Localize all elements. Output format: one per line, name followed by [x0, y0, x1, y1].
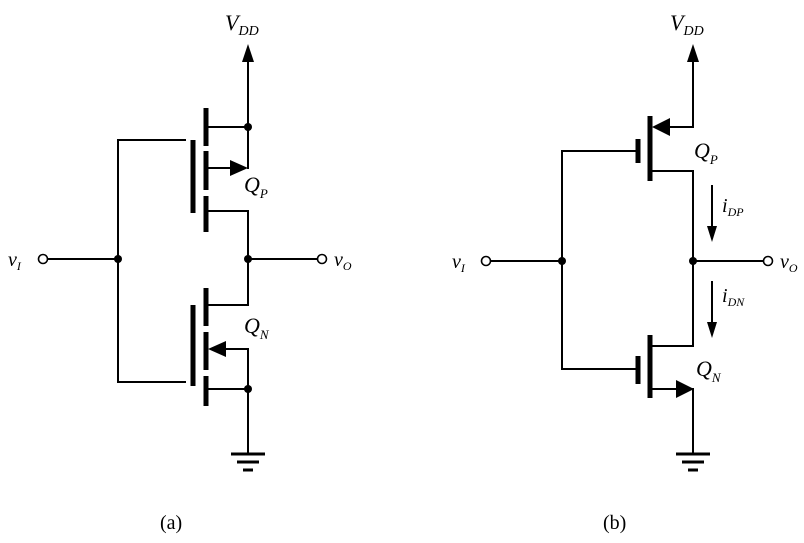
vo-label-b: vO [780, 251, 798, 275]
gate-loop-a [117, 139, 186, 383]
vo-label-a: vO [334, 249, 352, 273]
idn-label: iDN [722, 285, 745, 309]
current-idn: iDN [707, 281, 745, 338]
qn-label-a: QN [244, 313, 270, 342]
substrate-arrow-icon [230, 160, 248, 176]
vdd-arrow-icon [687, 44, 699, 62]
vi-label-b: vI [452, 251, 466, 275]
input-terminal-a [37, 253, 49, 265]
panel-a: VDD QP vO vI [8, 10, 352, 534]
vdd-label-b: VDD [670, 10, 704, 39]
caption-b: (b) [603, 512, 626, 534]
nmos-qn-b: QN [635, 335, 722, 398]
ground-icon [676, 388, 710, 472]
qp-label-a: QP [244, 172, 268, 201]
vdd-arrow-icon [242, 44, 254, 62]
input-terminal-b [480, 255, 492, 267]
vdd-supply-a: VDD [225, 10, 259, 128]
source-arrow-icon [652, 118, 670, 136]
caption-a: (a) [160, 512, 182, 534]
down-arrow-icon [707, 322, 717, 338]
down-arrow-icon [707, 226, 717, 242]
vdd-supply-b: VDD [670, 10, 704, 128]
output-terminal-a [316, 253, 328, 265]
substrate-arrow-icon [208, 341, 226, 357]
idp-label: iDP [722, 195, 744, 219]
panel-b: VDD QP iDP vO iDN vI [452, 10, 798, 534]
current-idp: iDP [707, 185, 744, 242]
gate-loop-b [561, 150, 636, 370]
qp-label-b: QP [694, 138, 718, 167]
vdd-label-a: VDD [225, 10, 259, 39]
source-arrow-icon [676, 380, 694, 398]
pmos-qp-b: QP [635, 116, 718, 181]
pmos-qp-a: QP [190, 108, 268, 232]
output-terminal-b [762, 255, 774, 267]
ground-icon [231, 388, 265, 472]
nmos-qn-a: QN [190, 288, 270, 406]
vi-label-a: vI [8, 249, 22, 273]
qn-label-b: QN [696, 356, 722, 385]
